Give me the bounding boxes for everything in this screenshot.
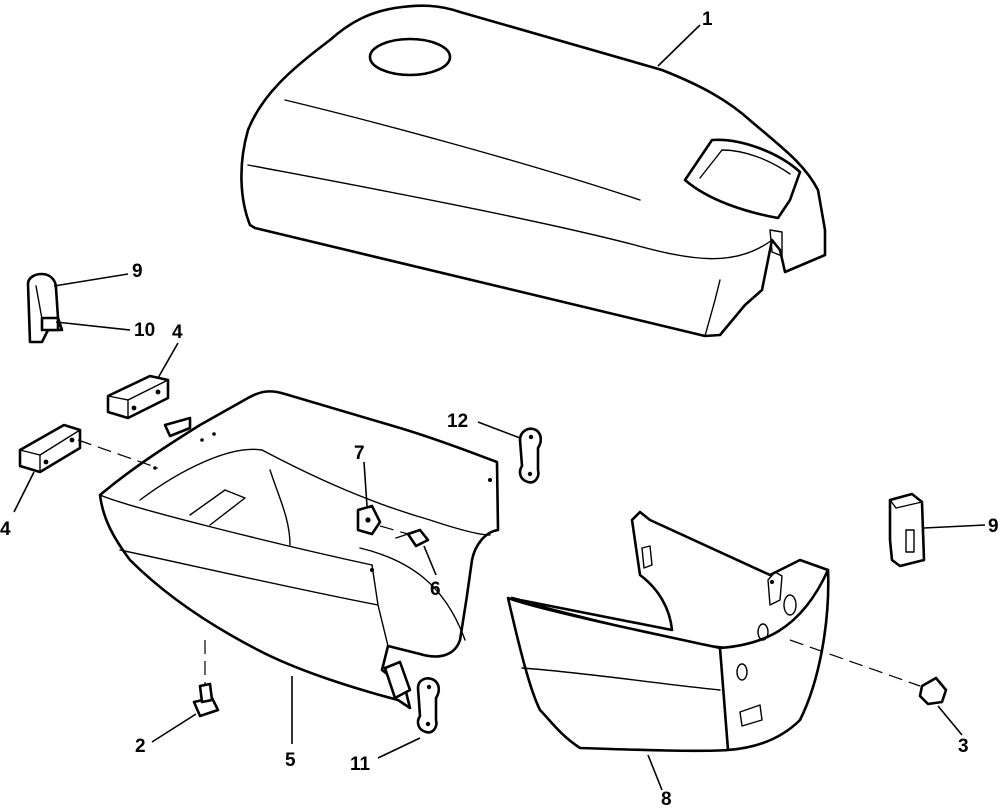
callout-6: 6 — [430, 579, 441, 600]
bracket-11 — [416, 677, 441, 734]
callout-5: 5 — [285, 750, 296, 771]
plug-3 — [789, 639, 948, 706]
callout-10: 10 — [134, 320, 155, 341]
lower-cowl-left — [98, 390, 500, 710]
leader-lines — [13, 24, 986, 791]
lower-cowl-right — [506, 510, 830, 753]
callout-11: 11 — [350, 754, 371, 775]
latch-right — [888, 492, 926, 568]
callout-1: 1 — [702, 9, 713, 30]
latch-upper — [26, 272, 64, 344]
callout-3: 3 — [958, 736, 969, 757]
screw-2 — [192, 640, 220, 718]
callout-4-lower: 4 — [0, 519, 11, 540]
top-cowl — [240, 4, 827, 338]
callout-8: 8 — [661, 789, 672, 809]
clip-7 — [356, 504, 382, 536]
screw-6 — [379, 525, 430, 548]
assembly-line-block — [77, 439, 159, 469]
callout-9-right: 9 — [988, 516, 999, 537]
block-upper — [106, 374, 170, 420]
callout-12: 12 — [447, 411, 468, 432]
block-lower — [18, 423, 82, 474]
bracket-12 — [518, 427, 543, 484]
callout-2: 2 — [135, 736, 146, 757]
callout-7: 7 — [354, 443, 365, 464]
callout-9-upper: 9 — [132, 261, 143, 282]
callouts: 1 9 10 4 12 7 4 6 9 2 5 11 3 8 — [0, 9, 999, 809]
callout-4-upper: 4 — [172, 322, 183, 343]
